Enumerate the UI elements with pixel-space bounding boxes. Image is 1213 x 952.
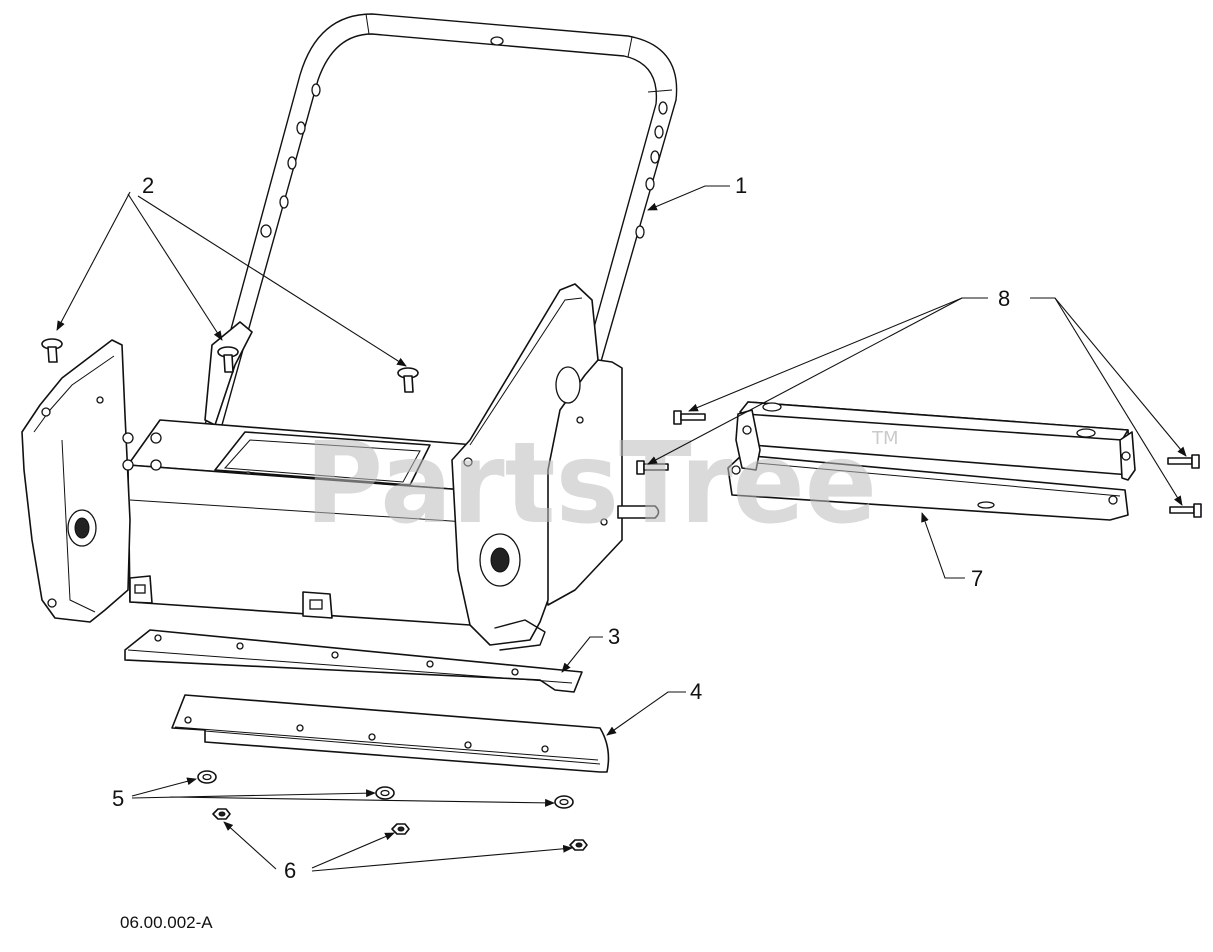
watermark-tm: TM xyxy=(871,428,899,449)
hex-nut xyxy=(569,839,588,851)
carriage-bolt xyxy=(217,346,239,373)
leader-line-5 xyxy=(131,789,376,799)
figure-id: 06.00.002-A xyxy=(120,913,213,932)
leader-lines xyxy=(56,185,1187,872)
scraper-bar xyxy=(124,629,583,693)
watermark-text: PartsTree xyxy=(305,419,877,549)
leader-line-8 xyxy=(1054,297,1183,506)
hex-nut xyxy=(391,823,410,835)
leader-line-4 xyxy=(606,691,686,736)
leader-line-6 xyxy=(311,844,573,872)
callout-6: 6 xyxy=(284,858,296,883)
leader-line-2 xyxy=(127,193,223,341)
leader-line-5 xyxy=(169,796,555,807)
washer xyxy=(375,786,395,800)
leader-line-3 xyxy=(561,636,603,673)
leader-line-6 xyxy=(223,821,277,870)
leader-line-2 xyxy=(56,191,131,331)
carriage-bolt xyxy=(397,367,419,393)
callout-7: 7 xyxy=(971,566,983,591)
washer xyxy=(554,795,574,809)
washer xyxy=(197,770,217,784)
callout-3: 3 xyxy=(608,624,620,649)
carriage-bolt xyxy=(41,338,63,363)
leader-line-8 xyxy=(647,297,963,465)
right-side-plate xyxy=(451,283,660,651)
watermark: PartsTree TM xyxy=(305,419,899,549)
shave-plate xyxy=(171,694,610,773)
leader-line-6 xyxy=(311,832,395,869)
callout-2: 2 xyxy=(142,173,154,198)
hex-nut xyxy=(212,808,231,820)
handle-left-mount xyxy=(204,321,253,426)
leader-line-7 xyxy=(921,512,965,579)
auger-housing xyxy=(127,419,476,626)
hex-bolt xyxy=(1167,454,1200,469)
handle xyxy=(204,13,678,426)
leader-line-1 xyxy=(647,185,730,211)
callout-8: 8 xyxy=(998,286,1010,311)
leader-line-5 xyxy=(131,777,197,797)
callout-4: 4 xyxy=(690,679,702,704)
callout-5: 5 xyxy=(112,786,124,811)
hex-bolt xyxy=(673,410,706,425)
auger-shaft-stub xyxy=(617,505,660,519)
handle-bolt-holes xyxy=(260,36,668,239)
rail-bracket xyxy=(727,401,1136,521)
callout-1: 1 xyxy=(735,173,747,198)
leader-line-2 xyxy=(137,195,407,367)
left-side-plate xyxy=(21,339,162,623)
hex-bolt xyxy=(1169,503,1202,518)
callouts: 1 2 3 4 5 6 7 8 xyxy=(112,173,1010,883)
leader-line-8 xyxy=(688,297,988,412)
